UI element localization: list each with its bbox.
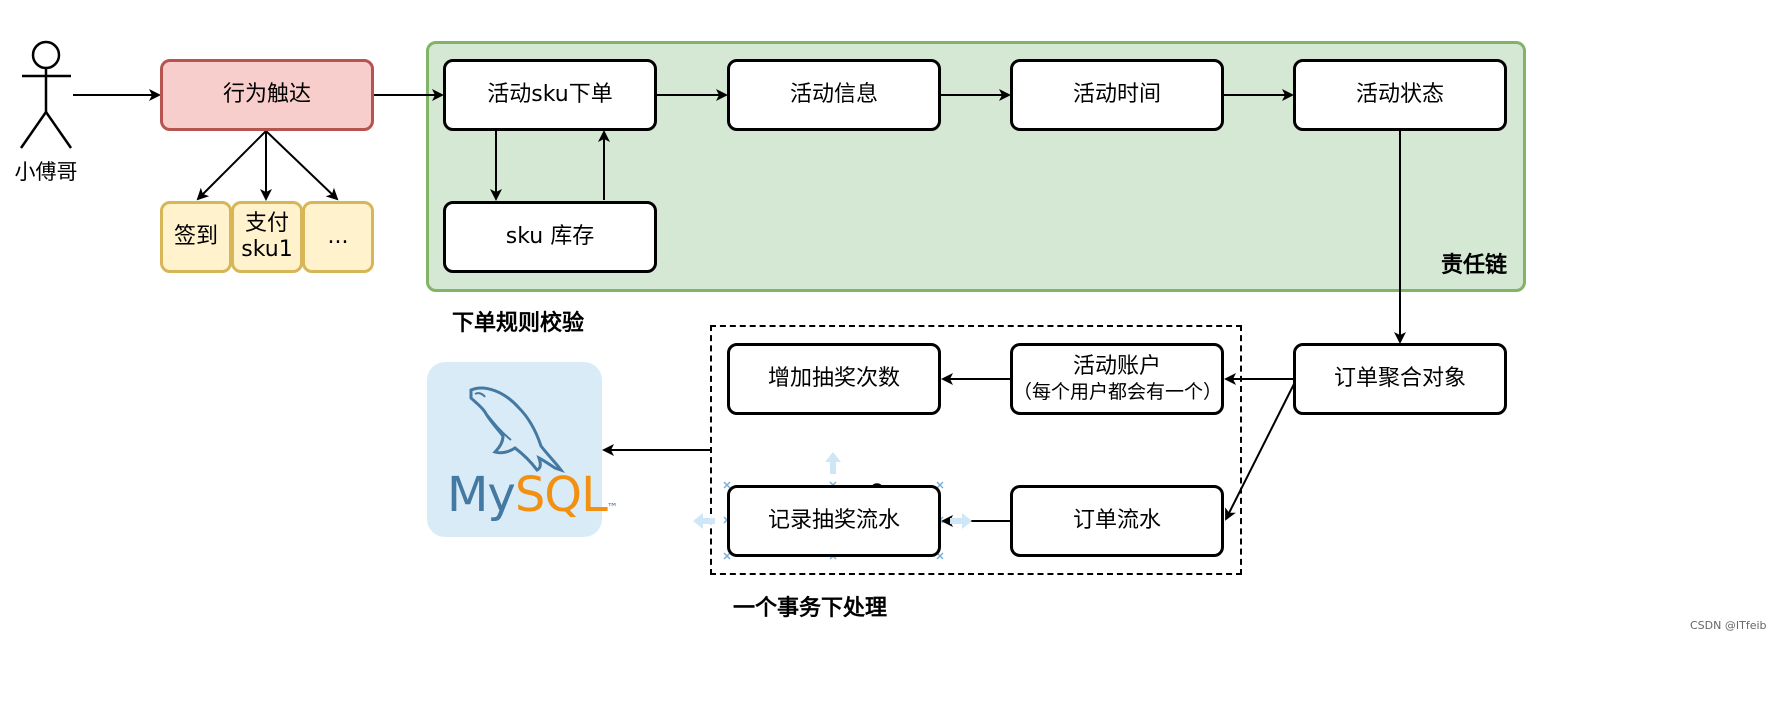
transaction-label: 一个事务下处理 [733, 596, 888, 621]
edge-behavior-signin [196, 130, 267, 201]
node-signin[interactable]: 签到 [160, 201, 232, 273]
node-pay-line2: sku1 [241, 237, 293, 262]
mysql-sql: SQL [514, 467, 608, 523]
node-sku-stock[interactable]: sku 库存 [443, 201, 657, 273]
node-record-draw-flow[interactable]: 记录抽奖流水 [727, 485, 941, 557]
node-order-aggregate[interactable]: 订单聚合对象 [1293, 343, 1507, 415]
edge-behavior-more [265, 130, 339, 201]
node-activity-account-line2: （每个用户都会有一个） [1013, 380, 1223, 403]
node-activity-account[interactable]: 活动账户 （每个用户都会有一个） [1010, 343, 1224, 415]
mysql-tm: ™ [606, 501, 618, 514]
actor-icon [19, 40, 73, 149]
watermark: CSDN @ITfeib [1690, 619, 1767, 632]
dolphin-icon [469, 386, 566, 473]
node-activity-info[interactable]: 活动信息 [727, 59, 941, 131]
node-pay[interactable]: 支付 sku1 [231, 201, 303, 273]
node-pay-line1: 支付 [244, 210, 289, 236]
node-add-draw-count[interactable]: 增加抽奖次数 [727, 343, 941, 415]
node-behavior[interactable]: 行为触达 [160, 59, 374, 131]
chain-label: 责任链 [1441, 253, 1508, 278]
actor-label: 小傅哥 [14, 160, 78, 185]
transaction-group [710, 325, 1242, 575]
node-more[interactable]: ... [302, 201, 374, 273]
rule-label: 下单规则校验 [452, 311, 585, 336]
node-activity-time[interactable]: 活动时间 [1010, 59, 1224, 131]
node-sku-order[interactable]: 活动sku下单 [443, 59, 657, 131]
edge-aggregate-orderflow [1225, 381, 1296, 521]
node-activity-state[interactable]: 活动状态 [1293, 59, 1507, 131]
node-order-flow[interactable]: 订单流水 [1010, 485, 1224, 557]
mysql-wordmark: MySQL™ [447, 467, 618, 523]
hover-arrows [693, 452, 972, 529]
mysql-my: My [447, 467, 516, 523]
mysql-logo: MySQL™ [427, 362, 618, 537]
node-activity-account-line1: 活动账户 [1072, 354, 1161, 380]
